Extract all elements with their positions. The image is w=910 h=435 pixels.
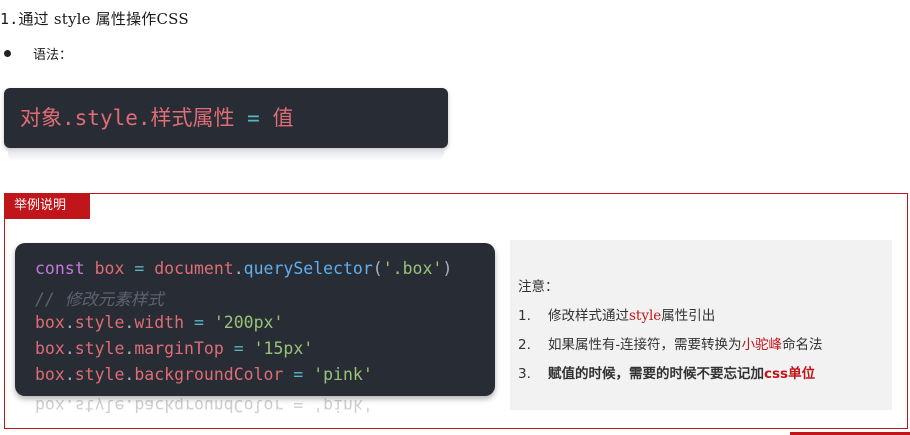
code-string: 'pink' — [313, 365, 373, 384]
note-text: 如果属性有-连接符，需要转换为 — [548, 337, 742, 353]
syntax-block: 对象.style.样式属性 = 值 — [4, 88, 448, 168]
code-function: querySelector — [243, 259, 373, 278]
notes-panel: 注意： 1. 修改样式通过style属性引出 2. 如果属性有-连接符，需要转换为小… — [510, 240, 892, 410]
code-line: box.style.marginTop = '15px' — [35, 339, 313, 358]
example-frame — [4, 193, 908, 429]
notes-title: 注意： — [518, 279, 559, 295]
note-highlight: css单位 — [764, 366, 816, 382]
note-highlight: 小驼峰 — [741, 337, 783, 353]
code-dot: . — [233, 259, 244, 278]
note-text: 修改样式通过 — [548, 308, 629, 324]
code-operator: = — [283, 365, 314, 384]
code-string: '.box' — [382, 259, 443, 278]
syntax-dot: . — [62, 106, 75, 130]
syntax-code-box: 对象.style.样式属性 = 值 — [4, 88, 448, 148]
code-operator: = — [223, 339, 254, 358]
syntax-dot: . — [137, 106, 151, 130]
code-reflection-text: box.style.backgroundColor = 'pink' — [35, 398, 373, 415]
note-item: 1. 修改样式通过style属性引出 — [518, 304, 715, 324]
code-string: '200px' — [213, 313, 284, 332]
code-property: width — [134, 313, 185, 332]
code-paren: ( — [372, 259, 383, 278]
note-item: 2. 如果属性有-连接符，需要转换为小驼峰命名法 — [518, 333, 823, 353]
code-line: box.style.backgroundColor = 'pink' — [35, 365, 373, 384]
code-object: box — [35, 313, 65, 332]
note-index: 2. — [518, 337, 531, 353]
code-paren: ) — [442, 259, 453, 278]
syntax-code: 对象.style.样式属性 = 值 — [20, 102, 293, 132]
note-highlight: style — [629, 308, 662, 324]
syntax-object: 对象 — [20, 106, 62, 130]
code-dot: . — [124, 339, 135, 358]
code-operator: = — [184, 313, 214, 332]
code-comment: // 修改元素样式 — [35, 290, 164, 309]
syntax-style: style — [74, 106, 138, 130]
code-string: '15px' — [253, 339, 314, 358]
syntax-label: 语法： — [33, 48, 73, 63]
code-line: box.style.width = '200px' — [35, 313, 283, 332]
syntax-assign: = — [234, 106, 273, 130]
code-dot: . — [124, 313, 135, 332]
note-index: 3. — [518, 366, 531, 382]
code-dot: . — [124, 365, 135, 384]
code-dot: . — [64, 313, 75, 332]
syntax-property: 样式属性 — [150, 106, 235, 130]
code-dot: . — [64, 365, 75, 384]
note-item: 3. 赋值的时候，需要的时候不要忘记加css单位 — [518, 362, 815, 382]
code-object: document — [154, 259, 234, 278]
heading-number: 1. — [0, 10, 19, 28]
note-index: 1. — [518, 308, 531, 324]
code-dot: . — [64, 339, 75, 358]
heading-text: 通过 style 属性操作CSS — [18, 10, 189, 28]
code-reflection: box.style.backgroundColor = 'pink' — [15, 398, 495, 426]
note-text: 赋值的时候，需要的时候不要忘记加 — [548, 366, 764, 382]
code-object: box — [35, 365, 65, 384]
example-tag: 举例说明 — [4, 193, 90, 219]
code-property: style — [74, 339, 125, 358]
code-operator: = — [124, 259, 155, 278]
syntax-bullet: 语法： — [0, 44, 72, 63]
code-keyword: const — [35, 259, 85, 278]
section-heading: 1.通过 style 属性操作CSS — [0, 8, 189, 29]
code-example-box: const box = document.querySelector('.box… — [15, 243, 495, 396]
code-property: backgroundColor — [134, 365, 284, 384]
code-property: style — [74, 313, 125, 332]
code-object: box — [35, 339, 65, 358]
bullet-dot-icon — [4, 50, 11, 57]
code-variable: box — [84, 259, 125, 278]
note-text: 属性引出 — [661, 308, 716, 324]
syntax-reflection — [8, 149, 444, 161]
note-text: 命名法 — [782, 337, 823, 353]
decorative-accent-line — [790, 432, 910, 435]
syntax-value: 值 — [272, 106, 294, 130]
code-line: const box = document.querySelector('.box… — [35, 259, 452, 278]
code-property: marginTop — [134, 339, 224, 358]
code-property: style — [74, 365, 125, 384]
